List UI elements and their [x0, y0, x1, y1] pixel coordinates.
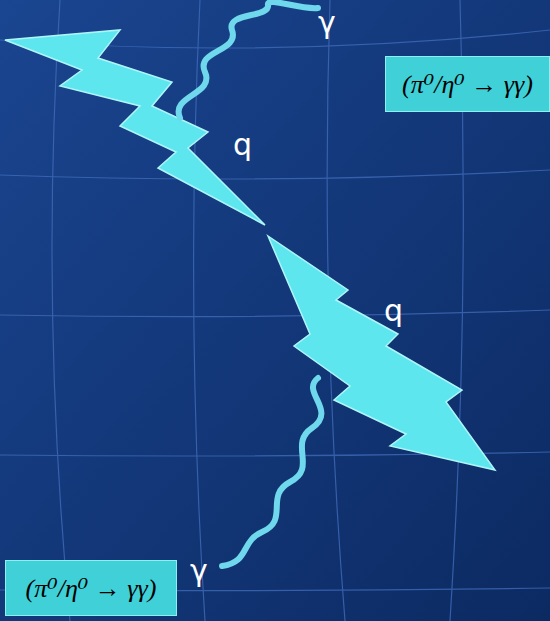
quark-jet — [5, 30, 265, 225]
photon-label: γ — [190, 556, 208, 586]
decay-box: (π⁰/η⁰ → γγ) — [5, 560, 177, 616]
decay-label: (π⁰/η⁰ → γγ) — [402, 69, 533, 100]
quark-label: q — [233, 130, 252, 160]
quark-label: q — [384, 296, 403, 326]
decay-box: (π⁰/η⁰ → γγ) — [385, 56, 550, 112]
photon-line — [179, 2, 318, 118]
photon-label: γ — [318, 8, 336, 38]
decay-label: (π⁰/η⁰ → γγ) — [26, 573, 157, 604]
photon-line — [222, 378, 321, 566]
